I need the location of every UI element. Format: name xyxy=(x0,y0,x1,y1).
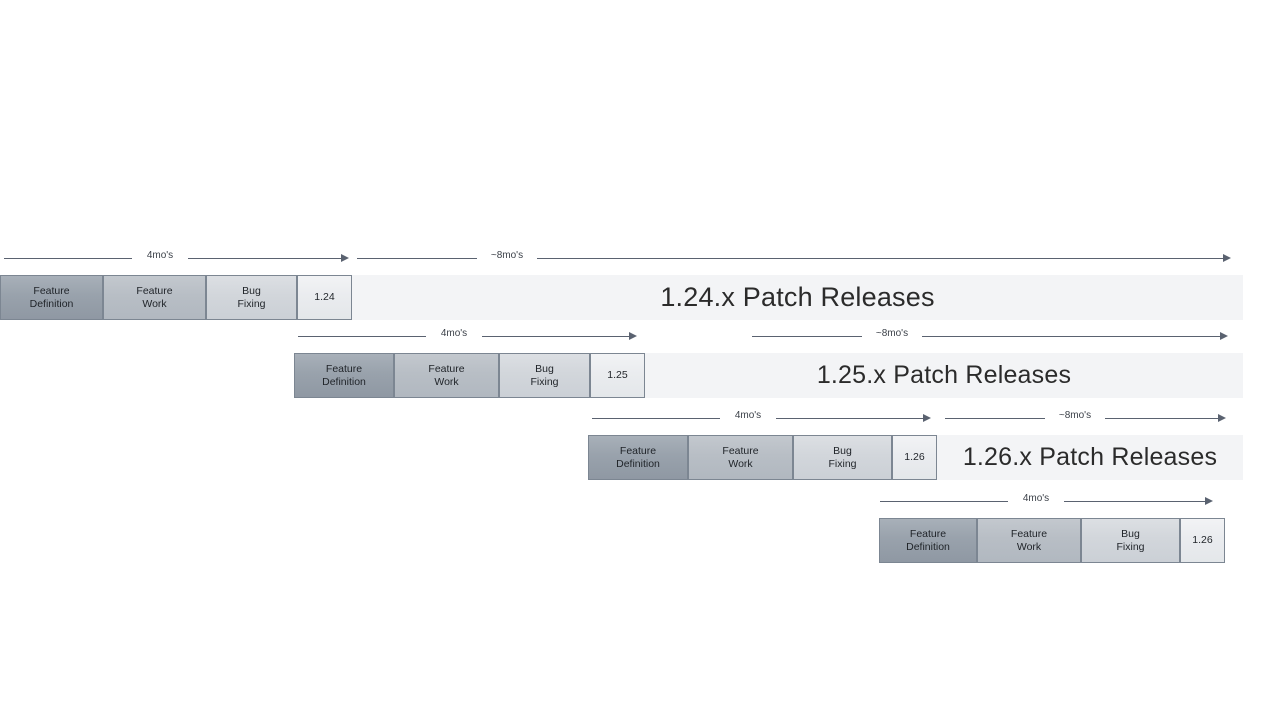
phase-label-line2: Work xyxy=(142,297,167,310)
phase-boxes-1-24: Feature Definition Feature Work Bug Fixi… xyxy=(0,275,352,320)
phase-label-line1: Feature xyxy=(428,362,465,375)
patch-release-label-1-24: 1.24.x Patch Releases xyxy=(660,282,935,312)
phase-label-line2: Definition xyxy=(29,297,74,310)
phase-label-line1: Bug xyxy=(1121,527,1140,540)
phase-label-line2: Fixing xyxy=(1116,540,1145,553)
phase-label-line1: Feature xyxy=(325,362,363,375)
patch-duration-label-1-26: ~8mo's xyxy=(1058,410,1092,421)
phase-label-line1: Feature xyxy=(619,444,657,457)
version-box-1-26[interactable]: 1.26 xyxy=(892,435,937,480)
phase-feature-work-1-26[interactable]: Feature Work xyxy=(688,435,793,480)
phase-label-line1: Feature xyxy=(33,284,70,297)
phase-feature-definition-1-24[interactable]: Feature Definition xyxy=(0,275,103,320)
patch-release-bar-1-25: 1.25.x Patch Releases xyxy=(645,353,1243,398)
phase-label-line1: Feature xyxy=(909,527,947,540)
phase-label-line2: Work xyxy=(728,457,753,470)
patch-release-label-1-26: 1.26.x Patch Releases xyxy=(962,443,1218,471)
phase-label-line1: Feature xyxy=(136,284,173,297)
patch-duration-arrow-1-24: ~8mo's xyxy=(357,250,1237,266)
dev-duration-label-1-26: 4mo's xyxy=(734,410,762,421)
phase-label-line1: Bug xyxy=(535,362,554,375)
phase-label-line2: Definition xyxy=(616,457,660,470)
phase-bug-fixing-1-25[interactable]: Bug Fixing xyxy=(499,353,590,398)
phase-feature-work-1-26-next[interactable]: Feature Work xyxy=(977,518,1081,563)
phase-label-line1: Feature xyxy=(1010,527,1048,540)
phase-bug-fixing-1-24[interactable]: Bug Fixing xyxy=(206,275,297,320)
version-label: 1.26 xyxy=(1192,534,1213,546)
phase-label-line1: Feature xyxy=(722,444,759,457)
phase-boxes-1-25: Feature Definition Feature Work Bug Fixi… xyxy=(294,353,645,398)
phase-label-line2: Fixing xyxy=(237,297,266,310)
phase-label-line2: Work xyxy=(1016,540,1042,553)
version-label: 1.25 xyxy=(607,369,628,381)
patch-duration-label-1-24: ~8mo's xyxy=(490,250,524,261)
patch-duration-arrow-1-26: ~8mo's xyxy=(945,410,1237,426)
patch-release-bar-1-24: 1.24.x Patch Releases xyxy=(352,275,1243,320)
phase-label-line2: Definition xyxy=(906,540,950,553)
version-label: 1.26 xyxy=(904,451,925,463)
phase-bug-fixing-1-26-next[interactable]: Bug Fixing xyxy=(1081,518,1180,563)
phase-label-line2: Definition xyxy=(322,375,366,388)
phase-feature-work-1-24[interactable]: Feature Work xyxy=(103,275,206,320)
dev-duration-arrow-1-25: 4mo's xyxy=(298,328,646,344)
dev-duration-label-1-25: 4mo's xyxy=(440,328,468,339)
patch-duration-arrow-1-25: ~8mo's xyxy=(752,328,1237,344)
dev-duration-label-1-26-next: 4mo's xyxy=(1022,493,1050,504)
patch-duration-label-1-25: ~8mo's xyxy=(875,328,909,339)
version-box-1-26-next[interactable]: 1.26 xyxy=(1180,518,1225,563)
phase-feature-definition-1-26[interactable]: Feature Definition xyxy=(588,435,688,480)
dev-duration-arrow-1-24: 4mo's xyxy=(4,250,352,266)
version-box-1-25[interactable]: 1.25 xyxy=(590,353,645,398)
phase-label-line2: Fixing xyxy=(530,375,559,388)
dev-duration-arrow-1-26-next: 4mo's xyxy=(880,493,1228,509)
phase-feature-work-1-25[interactable]: Feature Work xyxy=(394,353,499,398)
phase-label-line1: Bug xyxy=(242,284,261,297)
version-label: 1.24 xyxy=(314,291,335,303)
patch-release-bar-1-26: 1.26.x Patch Releases xyxy=(937,435,1243,480)
phase-feature-definition-1-25[interactable]: Feature Definition xyxy=(294,353,394,398)
version-box-1-24[interactable]: 1.24 xyxy=(297,275,352,320)
phase-label-line2: Work xyxy=(434,375,459,388)
patch-release-label-1-25: 1.25.x Patch Releases xyxy=(816,361,1072,389)
phase-boxes-1-26: Feature Definition Feature Work Bug Fixi… xyxy=(588,435,937,480)
phase-bug-fixing-1-26[interactable]: Bug Fixing xyxy=(793,435,892,480)
dev-duration-arrow-1-26: 4mo's xyxy=(592,410,940,426)
phase-feature-definition-1-26-next[interactable]: Feature Definition xyxy=(879,518,977,563)
dev-duration-label-1-24: 4mo's xyxy=(146,250,174,261)
phase-boxes-1-26-next: Feature Definition Feature Work Bug Fixi… xyxy=(879,518,1225,563)
phase-label-line2: Fixing xyxy=(828,457,857,470)
phase-label-line1: Bug xyxy=(833,444,852,457)
